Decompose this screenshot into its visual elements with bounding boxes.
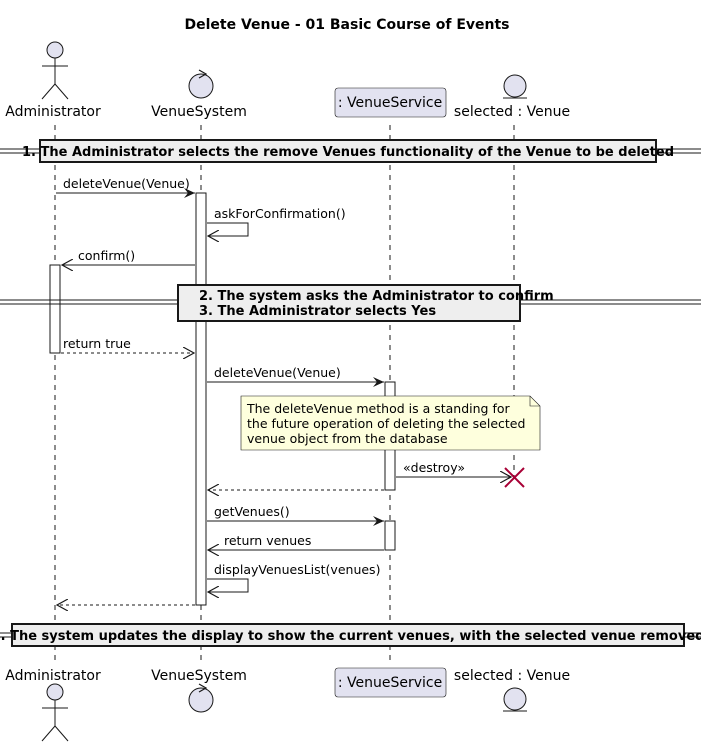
participant-venue-system-bottom: VenueSystem (151, 668, 247, 713)
message-label: askForConfirmation() (214, 206, 346, 221)
participant-label: Administrator (5, 668, 101, 684)
divider-text: 4. The system updates the display to sho… (0, 629, 701, 644)
participant-label: selected : Venue (454, 104, 570, 120)
message-return-venues: return venues (208, 533, 384, 550)
message-label: return true (63, 336, 131, 351)
message-label: deleteVenue(Venue) (63, 176, 190, 191)
message-label: «destroy» (403, 460, 465, 475)
message-return-true: return true (61, 336, 194, 353)
participant-administrator-bottom: Administrator (5, 668, 101, 742)
participant-administrator-top: Administrator (5, 41, 101, 120)
message-display-venues-list: displayVenuesList(venues) (207, 562, 380, 592)
message-ask-for-confirmation: askForConfirmation() (207, 206, 346, 236)
destroy-icon (504, 467, 525, 488)
message-label: getVenues() (214, 504, 290, 519)
activation-administrator (49, 264, 61, 354)
participant-label: selected : Venue (454, 668, 570, 684)
activation-venue-system (195, 192, 207, 606)
message-label: return venues (224, 533, 311, 548)
message-label: confirm() (78, 248, 135, 263)
participant-label: VenueSystem (151, 668, 247, 684)
activation-venue-service-2 (384, 520, 396, 551)
entity-icon (503, 687, 527, 712)
participant-venue-service-bottom: : VenueService (334, 667, 447, 698)
entity-icon (503, 74, 527, 99)
divider-4: 4. The system updates the display to sho… (0, 623, 701, 647)
message-delete-venue-1: deleteVenue(Venue) (56, 176, 195, 198)
participant-venue-service-top: : VenueService (334, 87, 447, 118)
note-line-1: The deleteVenue method is a standing for (246, 401, 511, 416)
note: The deleteVenue method is a standing for… (240, 395, 541, 451)
message-label: deleteVenue(Venue) (214, 365, 341, 380)
divider-1: 1. The Administrator selects the remove … (0, 139, 701, 163)
note-line-2: the future operation of deleting the sel… (247, 416, 525, 431)
actor-icon (41, 41, 69, 100)
participant-venue-system-top: VenueSystem (151, 69, 247, 120)
actor-icon (41, 683, 69, 742)
divider-text-line1: 2. The system asks the Administrator to … (199, 289, 554, 304)
message-confirm: confirm() (62, 248, 195, 265)
participant-label: Administrator (5, 104, 101, 120)
message-destroy: «destroy» (396, 460, 525, 488)
control-icon (188, 683, 214, 713)
participant-label: VenueSystem (151, 104, 247, 120)
participant-selected-venue-bottom: selected : Venue (454, 668, 570, 712)
control-icon (188, 69, 214, 99)
message-delete-venue-2: deleteVenue(Venue) (207, 365, 384, 387)
note-line-3: venue object from the database (247, 431, 448, 446)
participant-label: : VenueService (338, 95, 442, 111)
diagram-title: Delete Venue - 01 Basic Course of Events (184, 17, 509, 33)
divider-text-line2: 3. The Administrator selects Yes (199, 304, 436, 319)
participant-label: : VenueService (338, 675, 442, 691)
message-get-venues: getVenues() (207, 504, 384, 526)
message-label: displayVenuesList(venues) (214, 562, 380, 577)
divider-text: 1. The Administrator selects the remove … (22, 145, 674, 160)
participant-selected-venue-top: selected : Venue (454, 74, 570, 120)
divider-2: 2. The system asks the Administrator to … (0, 284, 701, 322)
